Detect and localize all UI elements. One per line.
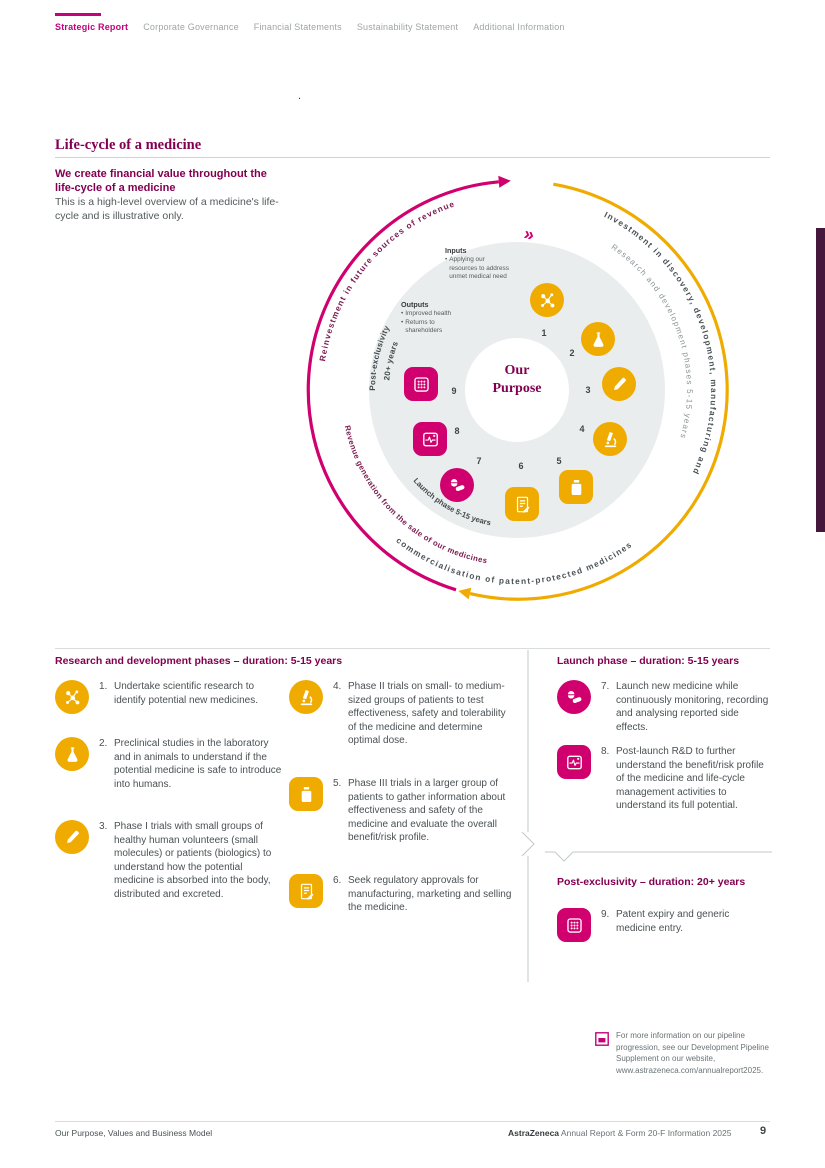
- title-rule: [55, 157, 770, 158]
- item-number: 1.: [99, 681, 108, 692]
- page-number: 9: [760, 1125, 767, 1137]
- our-purpose-label: Our Purpose: [492, 363, 542, 396]
- blister-icon: [404, 367, 438, 401]
- outputs-block: Outputs •Improved health •Returns to sha…: [401, 300, 471, 335]
- rd-section-title: Research and development phases – durati…: [55, 655, 343, 667]
- item-text: Phase III trials in a larger group of pa…: [348, 778, 506, 844]
- stage-number: 8: [454, 426, 460, 436]
- pencil-icon: [55, 820, 89, 854]
- item-number: 5.: [333, 778, 342, 789]
- list-item: 2. Preclinical studies in the laboratory …: [55, 737, 283, 791]
- item-number: 2.: [99, 738, 108, 749]
- item-text: Phase II trials on small- to medium-size…: [348, 681, 506, 747]
- list-item: 7. Launch new medicine while continuously…: [557, 680, 771, 734]
- intro-lead: We create financial value throughout the…: [55, 168, 267, 195]
- investment-arc: [469, 182, 729, 601]
- outputs-title: Outputs: [401, 300, 429, 309]
- list-item: 4. Phase II trials on small- to medium-si…: [289, 680, 514, 748]
- item-number: 6.: [333, 875, 342, 886]
- list-item: 9. Patent expiry and generic medicine ent…: [557, 908, 771, 942]
- intro-body: This is a high-level overview of a medic…: [55, 196, 279, 222]
- monitor-icon: [413, 422, 447, 456]
- outputs-item: Improved health: [405, 310, 452, 318]
- item-text: Post-launch R&D to further understand th…: [616, 746, 764, 812]
- section-edge-tab: [816, 228, 825, 532]
- stage-number: 4: [579, 424, 585, 434]
- top-nav: Strategic Report Corporate Governance Fi…: [55, 22, 565, 32]
- reinvestment-arc: [306, 180, 499, 592]
- stage-number: 3: [585, 385, 591, 395]
- outputs-item: Returns to shareholders: [405, 318, 443, 335]
- bottle-icon: [289, 777, 323, 811]
- callout-text: For more information on our pipeline pro…: [616, 1031, 769, 1075]
- inputs-block: Inputs •Applying our resources to addres…: [445, 246, 509, 281]
- nav-sustainability-statement[interactable]: Sustainability Statement: [356, 22, 459, 32]
- flask-icon: [55, 737, 89, 771]
- post-exclusivity-section-title: Post-exclusivity – duration: 20+ years: [557, 876, 746, 888]
- item-text: Preclinical studies in the laboratory an…: [114, 738, 282, 790]
- bottle-icon: [559, 470, 593, 504]
- pills-icon: [440, 468, 474, 502]
- footer-section-label: Our Purpose, Values and Business Model: [55, 1128, 213, 1138]
- bullet: •: [401, 318, 404, 326]
- list-item: 8. Post-launch R&D to further understand …: [557, 745, 771, 813]
- molecule-icon: [530, 283, 564, 317]
- nav-corporate-governance[interactable]: Corporate Governance: [143, 22, 239, 32]
- section-title: Life-cycle of a medicine: [55, 137, 202, 153]
- report-icon: [595, 1032, 609, 1046]
- item-text: Patent expiry and generic medicine entry…: [616, 909, 730, 934]
- nav-additional-information[interactable]: Additional Information: [473, 22, 565, 32]
- active-tab-indicator: [55, 13, 101, 16]
- list-item: 5. Phase III trials in a larger group of …: [289, 777, 514, 845]
- item-text: Phase I trials with small groups of heal…: [114, 821, 272, 900]
- more-info-callout: For more information on our pipeline pro…: [595, 1030, 777, 1076]
- flask-icon: [581, 322, 615, 356]
- nav-strategic-report[interactable]: Strategic Report: [55, 22, 129, 32]
- footer-report-title: AstraZeneca Annual Report & Form 20-F In…: [508, 1128, 732, 1138]
- document-icon: [289, 874, 323, 908]
- stage-number: 1: [541, 328, 547, 338]
- footer-rule: [55, 1121, 770, 1122]
- item-text: Seek regulatory approvals for manufactur…: [348, 875, 512, 914]
- inputs-item: Applying our resources to address unmet …: [449, 256, 509, 281]
- launch-section-title: Launch phase – duration: 5-15 years: [557, 655, 740, 667]
- item-text: Undertake scientific research to identif…: [114, 681, 258, 706]
- blister-icon: [557, 908, 591, 942]
- pencil-icon: [602, 367, 636, 401]
- item-number: 3.: [99, 821, 108, 832]
- item-text: Launch new medicine while continuously m…: [616, 681, 769, 733]
- item-number: 8.: [601, 746, 610, 757]
- stage-number: 9: [451, 386, 457, 396]
- bullet: •: [445, 256, 448, 264]
- inputs-title: Inputs: [445, 246, 467, 255]
- stage-number: 7: [476, 456, 482, 466]
- reinvestment-arc-arrowhead: [498, 175, 511, 188]
- stage-number: 5: [556, 456, 562, 466]
- lifecycle-diagram: Reinvestment in future sources of revenu…: [287, 160, 747, 620]
- launch-post-divider: [545, 851, 772, 862]
- monitor-icon: [557, 745, 591, 779]
- lists-top-rule: [55, 648, 770, 649]
- item-number: 4.: [333, 681, 342, 692]
- item-number: 7.: [601, 681, 610, 692]
- microscope-icon: [593, 422, 627, 456]
- stage-number: 6: [518, 461, 524, 471]
- microscope-icon: [289, 680, 323, 714]
- purpose-circle: [465, 338, 569, 442]
- pills-icon: [557, 680, 591, 714]
- list-item: 6. Seek regulatory approvals for manufact…: [289, 874, 514, 915]
- document-icon: [505, 487, 539, 521]
- nav-financial-statements[interactable]: Financial Statements: [253, 22, 342, 32]
- stray-mark: .: [298, 90, 302, 102]
- investment-arc-arrowhead: [458, 587, 472, 600]
- stage-number: 2: [569, 348, 575, 358]
- column-divider: [521, 650, 535, 982]
- bullet: •: [401, 310, 404, 318]
- molecule-icon: [55, 680, 89, 714]
- list-item: 3. Phase I trials with small groups of he…: [55, 820, 283, 902]
- item-number: 9.: [601, 909, 610, 920]
- list-item: 1. Undertake scientific research to ident…: [55, 680, 283, 714]
